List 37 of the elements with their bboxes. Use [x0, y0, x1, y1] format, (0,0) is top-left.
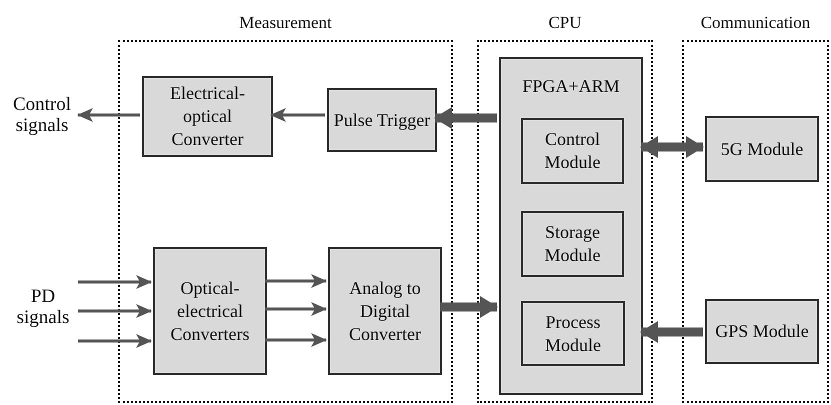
- arrow: [77, 108, 140, 122]
- module-box: [705, 116, 819, 182]
- box-label: Pulse Trigger: [334, 108, 430, 132]
- processor-box: [499, 57, 643, 395]
- box-label: Analog to Digital Converter: [348, 276, 422, 346]
- thick-arrow: [640, 136, 704, 158]
- arrow: [265, 333, 327, 347]
- signal-label: PD signals: [8, 286, 78, 328]
- thick-arrow: [434, 107, 497, 129]
- group-title: Measurement: [238, 12, 333, 34]
- arrow: [265, 302, 327, 316]
- signal-label: Control signals: [6, 94, 78, 136]
- box-label: Optical- electrical Converters: [170, 276, 250, 346]
- arrow: [265, 274, 327, 288]
- box-label: GPS Module: [715, 320, 809, 343]
- group-title: CPU: [547, 12, 583, 34]
- arrow: [78, 275, 152, 289]
- box-title: FPGA+ARM: [521, 75, 621, 97]
- module-box: [521, 301, 625, 366]
- box-label: Process Module: [544, 310, 602, 356]
- group-title: Communication: [700, 12, 812, 34]
- module-box: [327, 88, 437, 152]
- box-label: Control Module: [544, 128, 602, 174]
- arrow: [78, 304, 152, 318]
- module-box: [521, 118, 624, 184]
- box-label: Storage Module: [544, 221, 602, 267]
- module-box: [142, 76, 273, 157]
- arrow: [270, 108, 325, 122]
- module-box: [153, 247, 267, 375]
- module-box: [705, 299, 819, 364]
- box-label: 5G Module: [720, 138, 804, 160]
- thick-arrow: [640, 321, 703, 343]
- arrow: [78, 334, 152, 348]
- module-box: [328, 247, 442, 375]
- module-box: [521, 211, 624, 277]
- thick-arrow: [440, 296, 498, 318]
- box-label: Electrical- optical Converter: [169, 82, 246, 151]
